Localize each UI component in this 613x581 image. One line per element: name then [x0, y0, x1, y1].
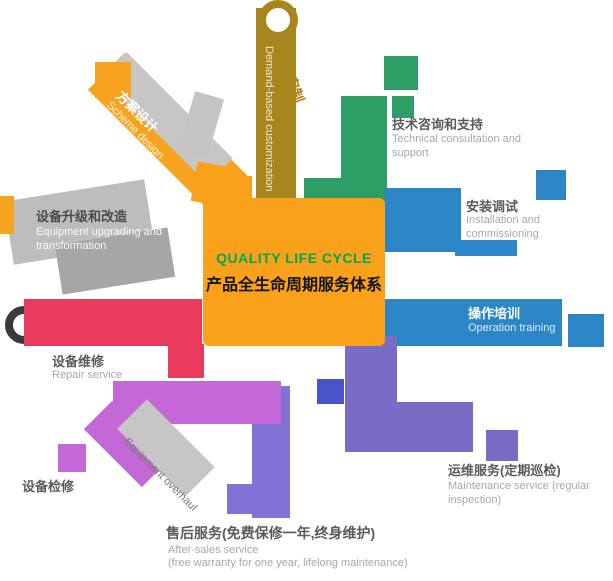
repair-label-zh: 设备维修 [52, 354, 105, 369]
upgrade-arm-nub [0, 196, 14, 234]
consult-label-zh: 技术咨询和支持 [392, 117, 484, 132]
upgrade-label-zh: 设备升级和改造 [36, 209, 128, 224]
aftersales-arm-elbow [227, 484, 254, 514]
training-label-en: Operation training [468, 322, 556, 334]
install-label-en: Installation and commissioning [466, 214, 540, 240]
center-nub-2 [226, 176, 252, 200]
maintenance-label-en: Maintenance service (regular inspection) [448, 480, 590, 506]
maintenance-label-zh: 运维服务(定期巡检) [448, 463, 561, 478]
training-label-zh: 操作培训 [468, 306, 521, 321]
demand-arm-bar [256, 8, 296, 206]
center-block: QUALITY LIFE CYCLE 产品全生命周期服务体系 [203, 198, 385, 346]
repair-arm-square [168, 344, 204, 378]
consult-label-en: Technical consultation and support [392, 133, 522, 159]
install-arm-end [536, 170, 566, 200]
install-arm-strip [455, 240, 517, 256]
center-title-en: QUALITY LIFE CYCLE [216, 249, 372, 266]
demand-top-circle-icon [258, 0, 298, 40]
training-arm-end [568, 314, 604, 347]
training-arm-bar [385, 299, 562, 346]
install-arm-bar [385, 188, 461, 252]
aftersales-label-en-line2: (free warranty for one year, lifelong ma… [168, 557, 408, 569]
aftersales-label-en-line1: After-sales service [168, 544, 259, 556]
maintenance-arm-seg2 [345, 402, 473, 452]
center-bottom-decor [317, 379, 344, 404]
center-title-zh: 产品全生命周期服务体系 [205, 276, 382, 294]
aftersales-label-zh: 售后服务(免费保修一年,终身维护) [166, 525, 376, 541]
consult-arm-square [392, 96, 414, 118]
repair-arm-bar [24, 299, 202, 346]
scheme-arm-end [95, 62, 131, 98]
install-label-zh: 安装调试 [466, 199, 519, 214]
consult-arm-bar [341, 96, 387, 210]
consult-arm-end [384, 56, 418, 90]
repair-label-en: Repair service [52, 369, 123, 381]
maintenance-arm-end [486, 430, 518, 461]
overhaul-arm-end [58, 444, 86, 472]
upgrade-label-en: Equipment upgrading and transformation [36, 226, 162, 252]
demand-label-en: Demand-based customization [263, 46, 275, 192]
overhaul-label-zh: 设备检修 [22, 479, 75, 494]
